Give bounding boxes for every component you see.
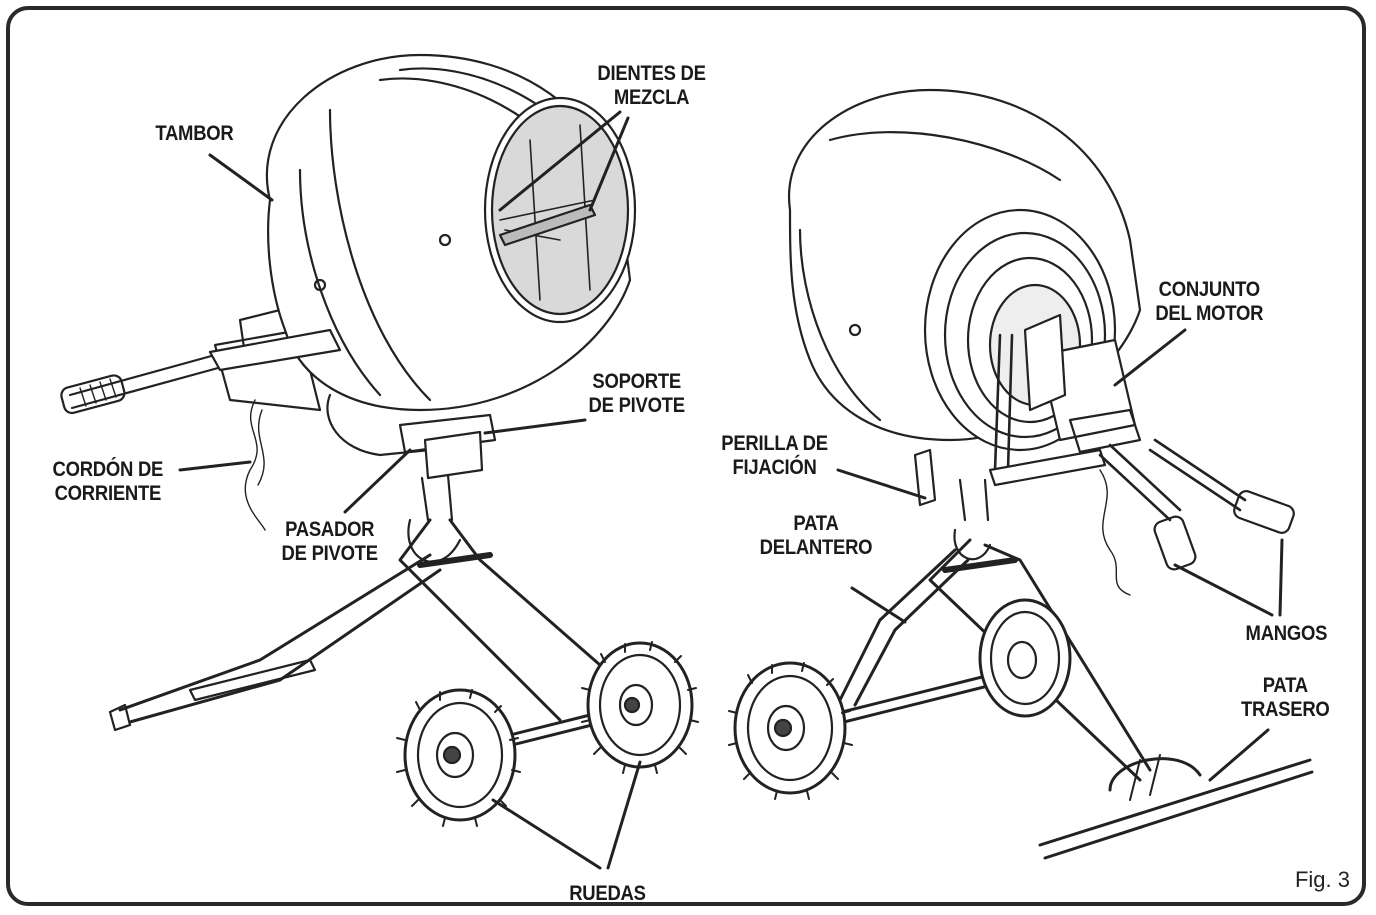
right-mixer [787,88,1314,860]
label-ruedas: RUEDAS [569,882,646,905]
callout-lines [178,110,1284,870]
left-wheel-front [396,688,521,827]
right-wheel-front [728,661,853,800]
label-mangos: MANGOS [1245,622,1328,645]
left-mixer [60,53,642,757]
figure-number: Fig. 3 [1294,867,1350,892]
left-wheel-rear [581,641,699,774]
figure-frame [6,6,1366,906]
right-wheel-rear [978,598,1072,718]
label-tambor: TAMBOR [155,122,234,145]
